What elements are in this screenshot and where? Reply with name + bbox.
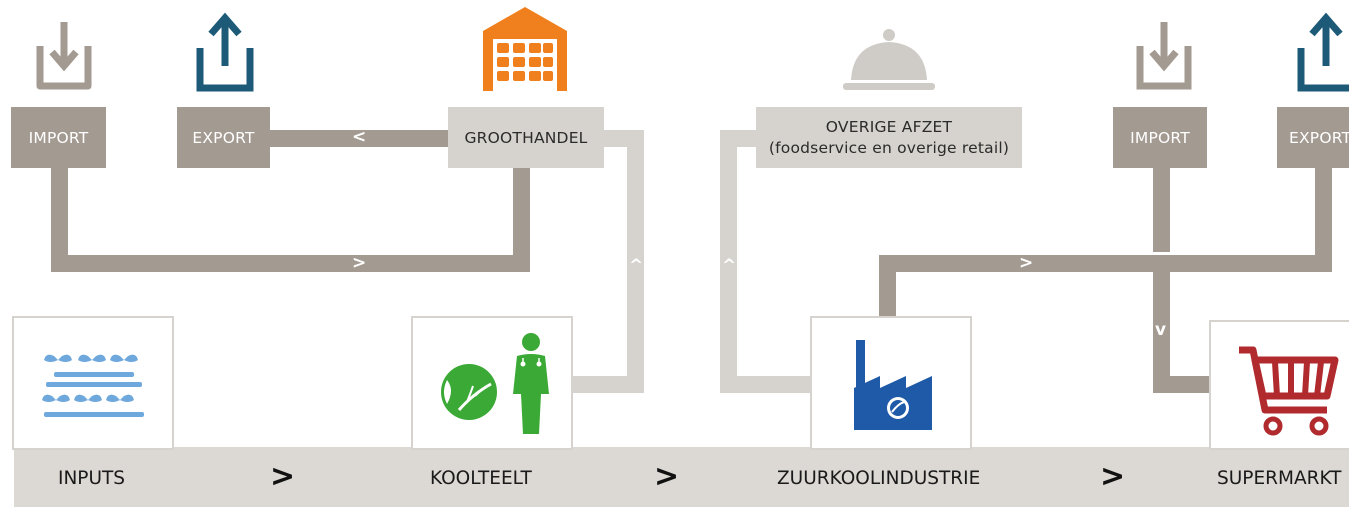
import-box-left: IMPORT — [11, 107, 106, 168]
arrow-up-groot: ^ — [629, 256, 644, 276]
supermarket-card — [1209, 320, 1349, 450]
export-label-right: EXPORT — [1289, 128, 1349, 147]
connector-factory-export — [879, 255, 1332, 272]
connector-kool-right — [572, 376, 644, 393]
connector-import-right-lower — [1153, 272, 1170, 392]
overige-afzet-box: OVERIGE AFZET (foodservice en overige re… — [756, 107, 1022, 168]
export-box-left: EXPORT — [177, 107, 270, 168]
arrow-down-super: v — [1155, 320, 1167, 340]
factory-card — [810, 316, 972, 450]
connector-export-groot — [270, 130, 448, 147]
import-label-left: IMPORT — [28, 128, 89, 147]
overige-afzet-sublabel: (foodservice en overige retail) — [768, 138, 1010, 157]
stage-separator-3: > — [1100, 459, 1126, 494]
import-label-right: IMPORT — [1130, 128, 1190, 147]
seedlings-icon — [42, 354, 144, 417]
stage-separator-1: > — [270, 459, 296, 494]
stage-bar — [14, 447, 1349, 507]
connector-factory-left — [720, 376, 812, 393]
overige-afzet-label: OVERIGE AFZET — [825, 117, 953, 136]
inputs-card — [12, 316, 174, 450]
connector-overige-vertical — [720, 130, 737, 393]
stage-label-inputs: INPUTS — [58, 468, 126, 489]
connector-import-right-down — [1153, 168, 1170, 252]
connector-bottom-horizontal — [51, 255, 530, 272]
export-label-left: EXPORT — [192, 128, 255, 147]
connector-factory-up — [879, 255, 896, 318]
connector-to-supermarket — [1153, 376, 1211, 393]
stage-label-supermarkt: SUPERMARKT — [1217, 468, 1342, 489]
import-icon — [36, 22, 92, 90]
stage-label-koolteelt: KOOLTEELT — [430, 468, 532, 489]
farmer-icon — [513, 333, 549, 434]
stage-label-zuurkoolindustrie: ZUURKOOLINDUSTRIE — [777, 468, 981, 489]
connector-groot-vertical — [627, 130, 644, 393]
import-icon — [1136, 22, 1192, 90]
stage-separator-2: > — [654, 459, 680, 494]
shopping-cart-icon — [1239, 346, 1339, 436]
groothandel-box: GROOTHANDEL — [448, 107, 604, 168]
export-icon — [196, 12, 254, 92]
cloche-icon — [843, 29, 935, 90]
arrow-to-export-right: > — [1019, 253, 1034, 273]
kool-card — [411, 316, 573, 450]
import-box-right: IMPORT — [1113, 107, 1207, 168]
arrow-to-export: < — [352, 127, 367, 147]
export-box-right: EXPORT — [1277, 107, 1349, 168]
groothandel-label: GROOTHANDEL — [464, 128, 588, 147]
cabbage-icon — [441, 364, 497, 420]
arrow-up-overige: ^ — [722, 256, 737, 276]
connector-groot-down — [513, 168, 530, 272]
warehouse-icon — [483, 7, 567, 91]
arrow-to-kool: > — [352, 253, 367, 273]
connector-import-down — [51, 168, 68, 272]
connector-export-right-down — [1315, 168, 1332, 272]
factory-icon — [854, 340, 932, 430]
export-icon — [1297, 12, 1349, 92]
